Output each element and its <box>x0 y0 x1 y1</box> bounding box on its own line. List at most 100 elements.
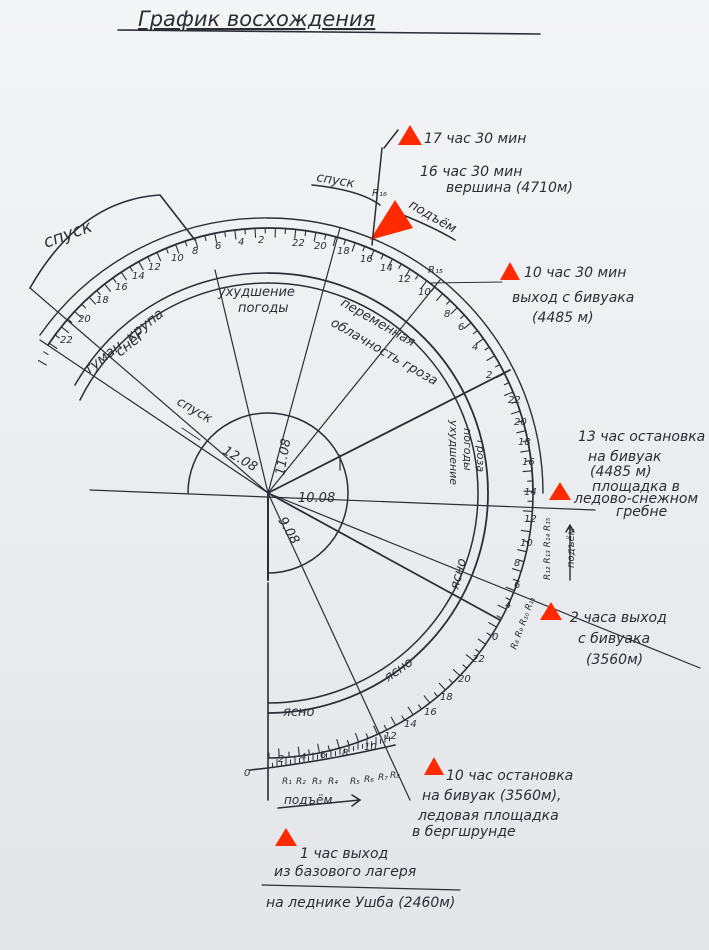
hour-label: 12 <box>148 262 161 273</box>
flag-summit <box>370 200 413 240</box>
bottom-tick-marks <box>249 734 396 771</box>
tick-mark <box>522 440 529 443</box>
tick-mark <box>446 299 451 305</box>
hour-label: 2 <box>486 370 492 381</box>
ascent-right-label: подъём <box>566 527 577 568</box>
event-0100-desc2: на леднике Ушба (2460м) <box>266 895 455 911</box>
rope-bottom-2: R₂ <box>296 777 306 787</box>
ring-3b <box>267 272 489 714</box>
hour-label: 10 <box>171 253 184 264</box>
date-12-08: 12.08 <box>220 443 260 475</box>
descent-bracket <box>29 194 196 289</box>
rope-bottom-8: R₈ <box>390 771 400 781</box>
ring-1 <box>267 412 349 574</box>
hour-label: 10 <box>520 538 533 549</box>
concentric-rings <box>39 217 544 759</box>
ring-4c <box>267 492 534 759</box>
weather-worse-right-2: погоды <box>461 428 474 471</box>
tick-mark <box>494 363 501 368</box>
tick-mark <box>112 277 117 283</box>
bottom-hour-numbers: 0 2 4 6 8 10 <box>244 742 377 779</box>
event-0100-desc1: из базового лагеря <box>274 864 416 880</box>
title-underline <box>117 29 541 35</box>
event-1030-time: 10 час 30 мин <box>524 265 626 281</box>
tick-mark <box>486 355 496 361</box>
hour-label: 20 <box>514 417 527 428</box>
tick-mark <box>516 430 527 434</box>
date-10-08: 10.08 <box>298 491 335 506</box>
weather-worse-right: ухудшение <box>447 419 460 485</box>
descent-label: спуск <box>41 217 96 253</box>
hour-label: 6 <box>514 580 520 591</box>
hour-label: 22 <box>472 654 485 665</box>
tick-mark <box>523 540 530 543</box>
hour-label: 18 <box>96 295 109 306</box>
hour-label: 6 <box>320 750 326 761</box>
tick-mark <box>54 334 60 339</box>
tick-mark <box>336 739 340 749</box>
tick-mark <box>520 450 531 453</box>
rope-bottom-6: R₆ <box>364 775 374 785</box>
tick-mark <box>504 391 514 396</box>
flag-1300 <box>549 482 571 500</box>
weather-worse-right-3: гроза <box>474 440 487 472</box>
event-1030b-desc3: в бергшрунде <box>412 824 516 840</box>
tick-mark <box>522 470 533 473</box>
hour-label: 14 <box>380 263 393 274</box>
tick-mark <box>308 749 311 756</box>
event-0100-time: 1 час выход <box>300 846 388 862</box>
tick-mark <box>517 549 527 553</box>
tick-mark <box>495 372 506 379</box>
tick-mark <box>294 228 297 239</box>
tick-mark <box>343 239 347 245</box>
hour-label: 10 <box>418 287 431 298</box>
tick-mark <box>488 621 498 628</box>
date-11-08: 11.08 <box>273 437 294 476</box>
tick-mark <box>351 242 356 252</box>
tick-mark <box>67 318 73 323</box>
tick-mark <box>327 745 330 752</box>
rope-r15: R₁₅ <box>428 265 443 276</box>
hour-label: 4 <box>472 342 478 353</box>
flag-1030-top <box>500 262 520 280</box>
tick-mark <box>475 648 481 654</box>
weather-worse-2: погоды <box>238 301 289 316</box>
tick-mark <box>37 359 47 366</box>
tick-mark <box>512 568 522 572</box>
tick-mark <box>390 716 397 726</box>
ascent-bottom-arrow <box>277 794 362 809</box>
ascent-right-arrow <box>565 523 575 581</box>
tick-mark <box>472 330 478 335</box>
tick-mark <box>74 311 82 319</box>
event-0200-desc2: (3560м) <box>586 652 643 668</box>
hour-label: 22 <box>60 335 73 346</box>
tick-mark <box>43 351 49 356</box>
event-1730-time: 17 час 30 мин <box>424 131 526 147</box>
tick-mark <box>420 280 428 289</box>
hour-label: 16 <box>424 707 437 718</box>
hour-label: 8 <box>192 246 198 257</box>
tick-mark <box>518 559 525 563</box>
hour-label: 18 <box>337 246 350 257</box>
descent-top-label: спуск <box>315 170 356 191</box>
outer-tick-marks <box>37 227 534 759</box>
tick-mark <box>129 266 134 272</box>
tick-mark <box>407 706 414 716</box>
bottom-baseline <box>249 744 396 771</box>
hour-label: 12 <box>384 731 397 742</box>
tick-mark <box>401 715 406 721</box>
tick-mark <box>373 725 379 735</box>
ascent-top-label: подъём <box>406 197 459 236</box>
tick-mark <box>365 733 369 739</box>
event-summit-time: 16 час 30 мин <box>420 164 522 180</box>
tick-mark <box>486 632 492 637</box>
tick-mark <box>60 326 70 334</box>
tick-mark <box>505 586 515 592</box>
event-1030-desc2: (4485 м) <box>532 310 594 326</box>
hour-label: 0 <box>244 768 250 779</box>
hour-label: 4 <box>300 752 306 763</box>
event-1300-desc2: (4485 м) <box>590 464 652 480</box>
rope-bottom-4: R₄ <box>328 777 338 787</box>
tick-mark <box>438 682 446 691</box>
